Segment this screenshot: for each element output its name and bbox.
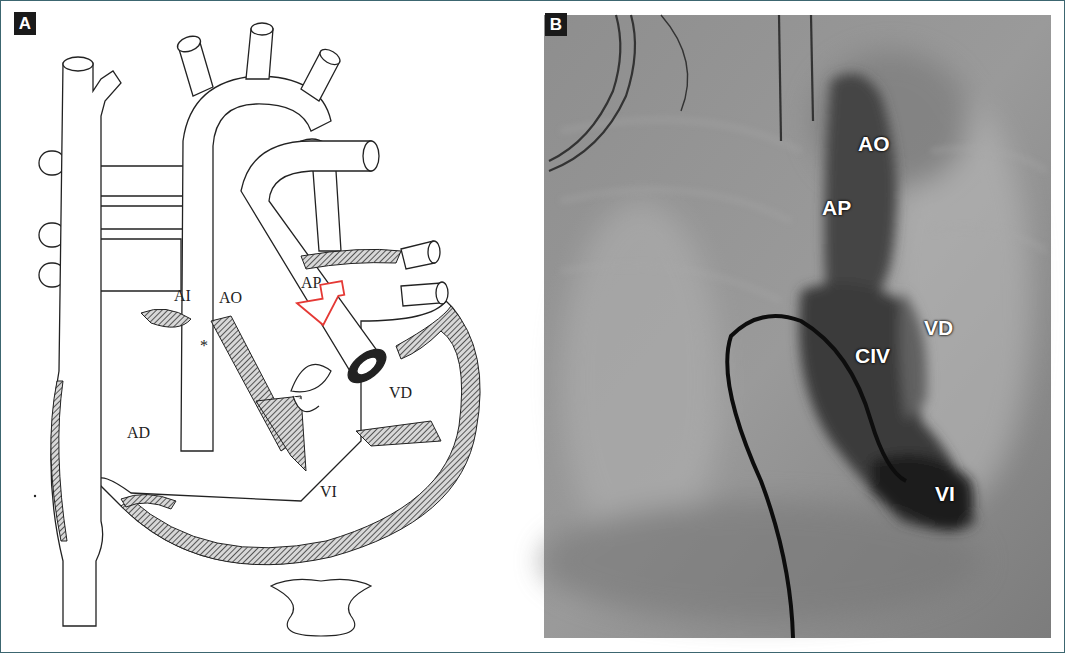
panel-letter-box: A — [14, 12, 36, 35]
anatomy-label: * — [200, 337, 208, 355]
panel-letter-box: B — [545, 13, 567, 36]
anatomy-label: VI — [935, 482, 955, 506]
anatomy-label: VD — [389, 384, 412, 402]
panel-letter: A — [19, 15, 31, 32]
anatomy-label: AP — [301, 274, 321, 292]
anatomy-label: AP — [822, 196, 851, 220]
anatomy-label: AO — [858, 132, 890, 156]
panel-letter: B — [550, 16, 562, 33]
anatomy-label: VI — [320, 483, 337, 501]
anatomy-label: AI — [174, 287, 191, 305]
anatomy-label: VD — [924, 316, 953, 340]
anatomy-label: AO — [219, 289, 242, 307]
anatomy-label: AD — [127, 424, 150, 442]
anatomy-label: CIV — [855, 344, 890, 368]
